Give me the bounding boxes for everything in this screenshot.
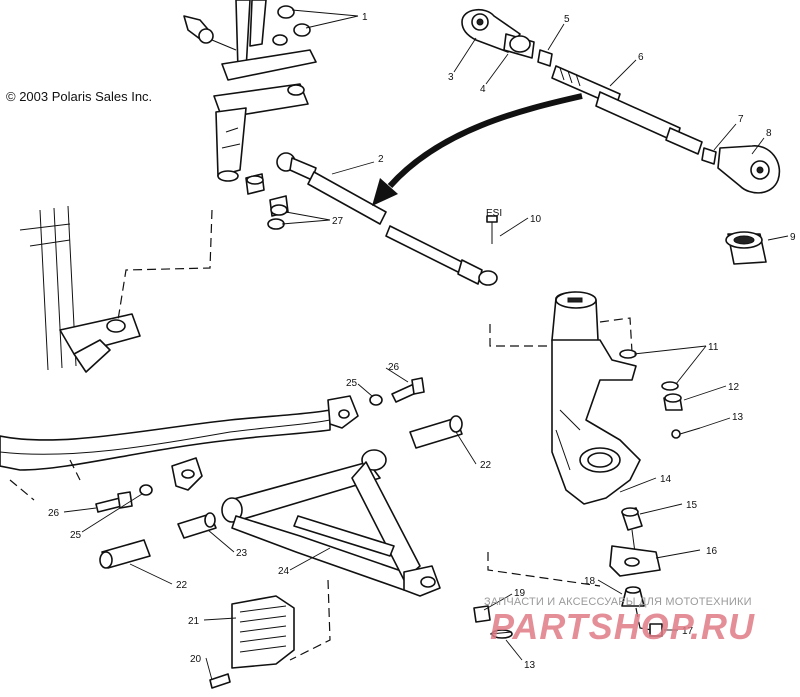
- bolts-25-26: [95, 377, 425, 513]
- callout-12: 12: [728, 382, 740, 393]
- callout-2: 2: [378, 154, 384, 165]
- watermark-caption: ЗАПЧАСТИ И АКСЕССУАРЫ ДЛЯ МОТОТЕХНИКИ: [484, 596, 752, 608]
- part-10: [486, 215, 498, 244]
- a-arm: [221, 449, 441, 597]
- upper-rod-end: [183, 15, 237, 51]
- callout-22-left: 22: [176, 580, 188, 591]
- jam-nut-5: [537, 49, 553, 67]
- callout-26-lower: 26: [48, 508, 60, 519]
- bushing-9: [725, 231, 767, 265]
- part-10-mark: ESI: [486, 208, 502, 219]
- hardware-11-12-13: [619, 349, 701, 439]
- callout-24: 24: [278, 566, 290, 577]
- callout-23: 23: [236, 548, 248, 559]
- callout-25-upper: 25: [346, 378, 358, 389]
- callout-15: 15: [686, 500, 698, 511]
- bushings-27: [245, 173, 289, 230]
- spindle: [489, 291, 641, 505]
- callout-21: 21: [188, 616, 200, 627]
- callout-16: 16: [706, 546, 718, 557]
- tie-rod: [276, 152, 498, 286]
- skid-plate: [209, 579, 331, 689]
- callout-9: 9: [790, 232, 796, 243]
- callout-13-lower: 13: [524, 660, 536, 671]
- left-frame: [19, 205, 213, 373]
- callout-5: 5: [564, 14, 570, 25]
- assembly-arrow: [372, 93, 583, 206]
- callout-19: 19: [514, 588, 526, 599]
- callout-20: 20: [190, 654, 202, 665]
- steering-post: [213, 0, 317, 182]
- callout-6: 6: [638, 52, 644, 63]
- callout-18: 18: [584, 576, 596, 587]
- callout-26-upper: 26: [388, 362, 400, 373]
- callout-13-upper: 13: [732, 412, 744, 423]
- jam-nut-7: [701, 147, 717, 165]
- callout-11: 11: [708, 342, 719, 353]
- callout-1: 1: [362, 12, 368, 23]
- nut-1b: [293, 23, 311, 37]
- bushings-22-23: [99, 415, 463, 569]
- callout-14: 14: [660, 474, 672, 485]
- callout-7: 7: [738, 114, 744, 125]
- callout-22-right: 22: [480, 460, 492, 471]
- callout-4: 4: [480, 84, 486, 95]
- watermark-logo: PARTSHOP.RU: [490, 606, 756, 647]
- callout-27: 27: [332, 216, 344, 227]
- callout-25-lower: 25: [70, 530, 82, 541]
- callout-17: 17: [682, 626, 694, 637]
- lower-hardware: [487, 507, 663, 637]
- rod-end-assembly: [461, 9, 781, 194]
- nut-1a: [277, 5, 295, 19]
- callout-3: 3: [448, 72, 454, 83]
- leader-lines: [63, 9, 789, 681]
- lower-frame-tube: [0, 395, 359, 501]
- hardware-19-13: [473, 605, 513, 639]
- copyright-notice: © 2003 Polaris Sales Inc.: [6, 89, 153, 104]
- callout-10: 10: [530, 214, 542, 225]
- callout-8: 8: [766, 128, 772, 139]
- callout-numbers: 1 2 3 4 5 6 7 8 9 10 ESI 11 12 13 14 15 …: [48, 12, 796, 671]
